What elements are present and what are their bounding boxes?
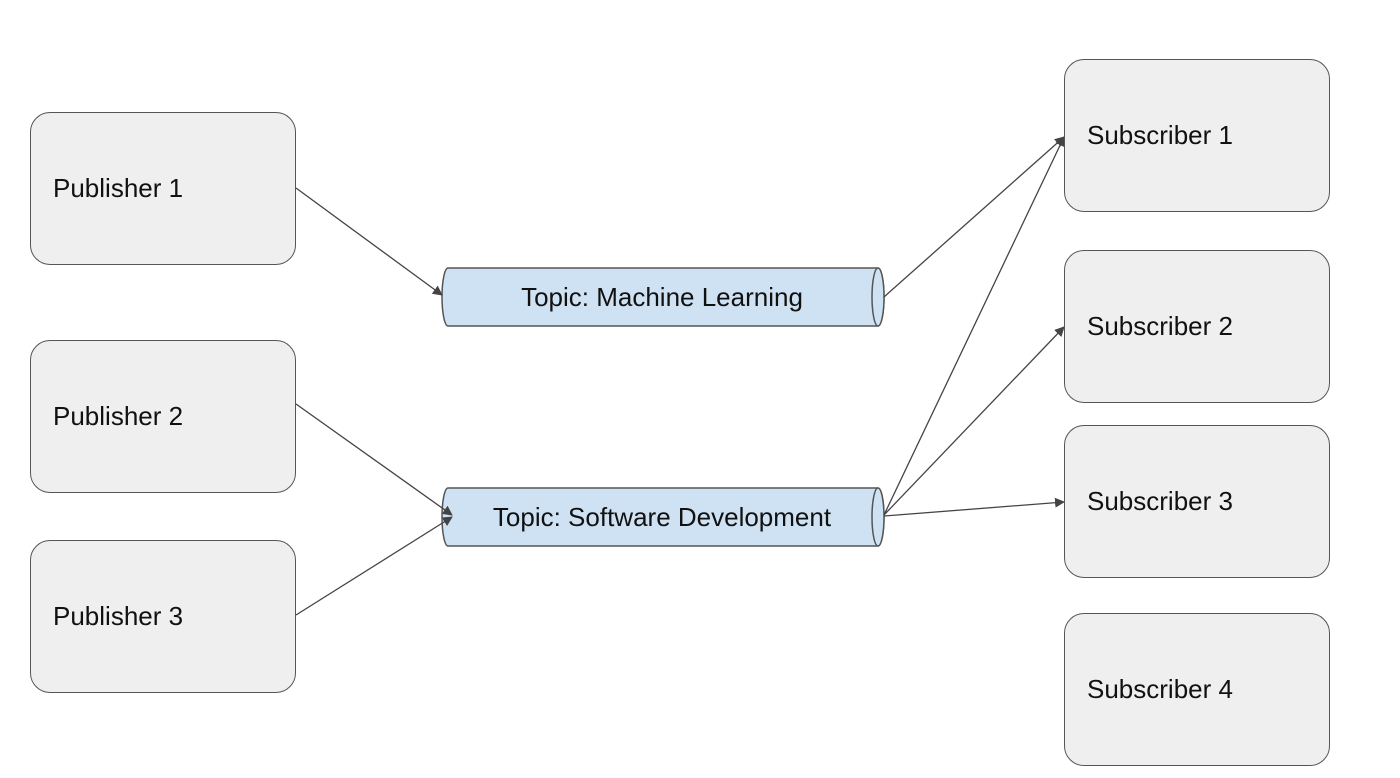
publisher-3-label: Publisher 3	[53, 601, 184, 631]
publisher-2-label: Publisher 2	[53, 401, 184, 431]
publisher-1-label: Publisher 1	[53, 173, 184, 203]
arrow-publisher-1-to-machine-learning	[295, 187, 443, 296]
arrow-publisher-2-to-software-development	[295, 403, 453, 516]
subscriber-1-label: Subscriber 1	[1087, 120, 1233, 150]
topic-cylinder-machine-learning	[441, 267, 885, 327]
topic-software-development-label: Topic: Software Development	[492, 501, 832, 532]
arrow-software-development-to-subscriber-1	[883, 136, 1065, 516]
topic-machine-learning-label: Topic: Machine Learning	[521, 281, 803, 312]
subscriber-2-box: Subscriber 2	[1064, 250, 1330, 403]
publisher-1-box: Publisher 1	[30, 112, 296, 265]
subscriber-3-box: Subscriber 3	[1064, 425, 1330, 578]
arrow-machine-learning-to-subscriber-1	[883, 136, 1065, 298]
arrow-publisher-3-to-software-development	[295, 516, 453, 616]
topic-cylinder-software-development	[441, 487, 885, 547]
arrow-software-development-to-subscriber-2	[883, 326, 1065, 516]
subscriber-3-label: Subscriber 3	[1087, 486, 1233, 516]
subscriber-4-label: Subscriber 4	[1087, 674, 1233, 704]
subscriber-4-box: Subscriber 4	[1064, 613, 1330, 766]
subscriber-2-label: Subscriber 2	[1087, 311, 1233, 341]
publisher-2-box: Publisher 2	[30, 340, 296, 493]
publisher-3-box: Publisher 3	[30, 540, 296, 693]
arrow-software-development-to-subscriber-3	[883, 497, 1065, 517]
subscriber-1-box: Subscriber 1	[1064, 59, 1330, 212]
